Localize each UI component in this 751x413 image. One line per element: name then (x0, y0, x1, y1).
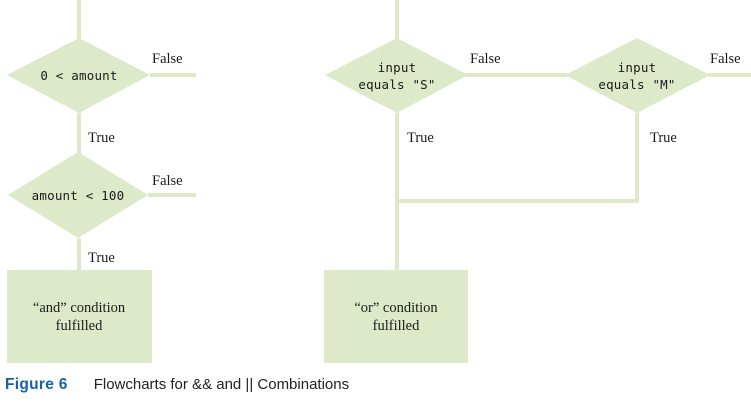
flowchart-canvas: 0 < amount False True amount < 100 False… (7, 0, 751, 363)
or-decision-2-shape[interactable] (565, 38, 710, 113)
and-decision-1-true-connector (77, 113, 81, 154)
or-terminal-connector (395, 203, 399, 271)
and-decision-2-label: amount < 100 (32, 188, 125, 203)
or-decision-1-shape[interactable] (325, 38, 468, 113)
and-decision-2-false-label: False (152, 173, 183, 189)
or-entry-connector (395, 0, 399, 40)
and-decision-2-true-connector (77, 238, 81, 271)
or-decision-2-false-connector (708, 73, 751, 77)
and-flowchart-group: 0 < amount False True amount < 100 False… (7, 0, 196, 363)
and-terminal-shape[interactable] (7, 270, 152, 363)
or-decision-1-label-line2: equals "S" (358, 77, 435, 92)
or-decision-1-true-connector (395, 113, 399, 205)
or-decision-1-false-label: False (470, 51, 501, 67)
and-decision-1-false-label: False (152, 51, 183, 67)
or-decision-1-label-line1: input (378, 60, 417, 75)
or-decision-2-true-label: True (650, 130, 677, 146)
and-terminal-label-line2: fulfilled (56, 318, 103, 334)
and-decision-1-true-label: True (88, 130, 115, 146)
or-decision-2-label-line2: equals "M" (598, 77, 675, 92)
and-entry-connector (77, 0, 81, 40)
and-decision-1-shape[interactable] (7, 38, 150, 113)
or-terminal-shape[interactable] (324, 270, 468, 363)
or-decision-1-true-label: True (407, 130, 434, 146)
or-decision-2-label-line1: input (618, 60, 657, 75)
figure-caption-text: Flowcharts for && and || Combinations (93, 376, 350, 393)
or-decision-2-false-label: False (710, 51, 741, 67)
or-decision-1-false-connector (466, 73, 567, 77)
figure-caption: Figure 6 Flowcharts for && and || Combin… (0, 376, 751, 413)
or-terminal-label-line2: fulfilled (373, 318, 420, 334)
and-decision-2-true-label: True (88, 250, 115, 266)
or-flowchart-group: input equals "S" False input equals "M" … (324, 0, 751, 363)
figure-number: Figure 6 (5, 376, 68, 393)
or-decision-2-true-connector (635, 113, 639, 203)
and-decision-1-label: 0 < amount (40, 68, 117, 83)
and-decision-2-shape[interactable] (8, 152, 148, 238)
and-decision-2-false-connector (148, 193, 196, 197)
or-terminal-label-line1: “or” condition (354, 300, 438, 316)
or-merge-connector (395, 199, 639, 203)
and-terminal-label-line1: “and” condition (33, 300, 126, 316)
and-decision-1-false-connector (150, 73, 196, 77)
